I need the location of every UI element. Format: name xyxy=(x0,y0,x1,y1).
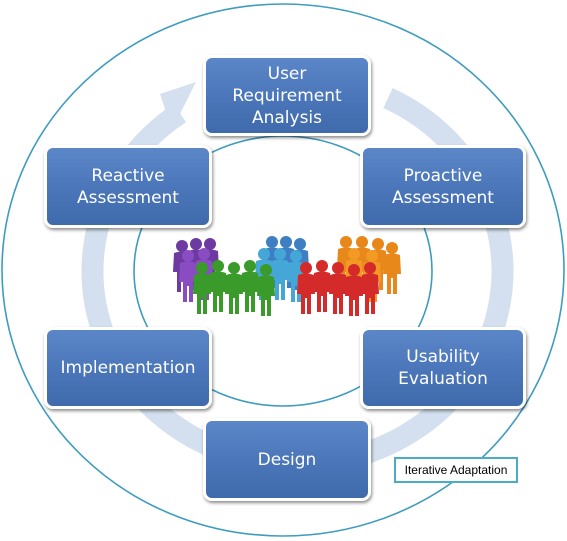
node-implementation: Implementation xyxy=(44,327,212,409)
outer-ring xyxy=(1,3,565,537)
cycle-arrowhead-icon xyxy=(160,82,196,130)
node-usability-evaluation: Usability Evaluation xyxy=(360,327,526,409)
node-reactive-assessment: Reactive Assessment xyxy=(44,145,212,228)
node-user-requirement-analysis: User Requirement Analysis xyxy=(203,55,371,136)
inner-ring xyxy=(133,135,433,407)
group-of-people-icon xyxy=(173,236,401,316)
node-proactive-assessment: Proactive Assessment xyxy=(360,145,526,228)
node-design: Design xyxy=(203,418,371,501)
iterative-adaptation-label: Iterative Adaptation xyxy=(394,457,518,483)
